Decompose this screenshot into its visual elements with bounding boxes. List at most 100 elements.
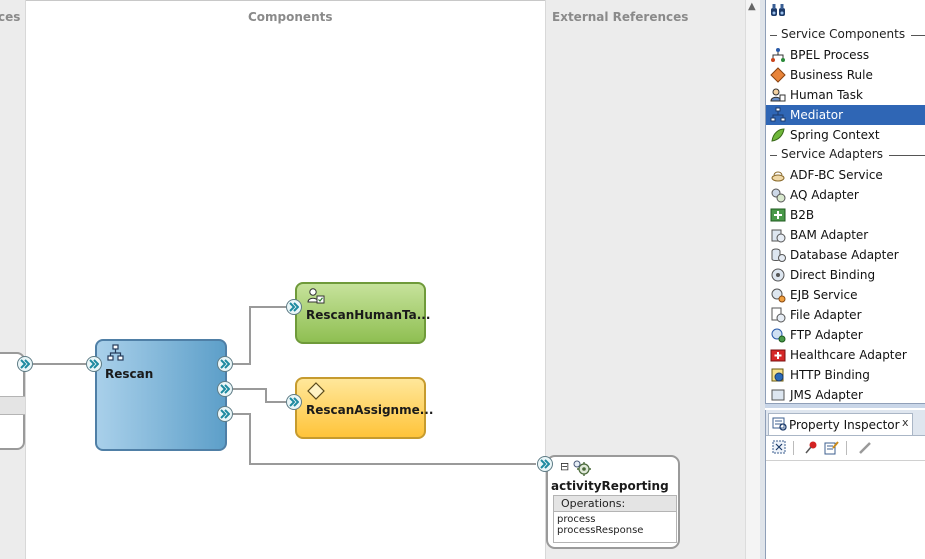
rescan-mediator-component[interactable]: Rescan xyxy=(95,339,227,451)
palette-item-direct-binding[interactable]: Direct Binding xyxy=(766,265,925,285)
palette-item-label: Healthcare Adapter xyxy=(790,348,907,362)
palette-item-label: BPEL Process xyxy=(790,48,870,62)
pin-icon[interactable] xyxy=(804,440,819,455)
palette-item-ejb-service[interactable]: EJB Service xyxy=(766,285,925,305)
activity-reporting-reference[interactable]: ⊟ activityReporting Operations: process … xyxy=(546,455,680,549)
palette-section-title: Service Adapters xyxy=(781,147,884,161)
adf-bc-icon xyxy=(771,171,785,182)
section-divider xyxy=(770,35,777,36)
palette-item-mediator[interactable]: Mediator xyxy=(766,105,925,125)
inspector-toolbar xyxy=(766,436,925,461)
spring-context-icon xyxy=(771,128,785,142)
palette-item-ftp-adapter[interactable]: FTP Adapter xyxy=(766,325,925,345)
palette-item-label: EJB Service xyxy=(790,288,858,302)
rescan-reference-port-1[interactable] xyxy=(217,356,233,372)
exposed-service-operations-header xyxy=(0,396,25,415)
palette-section-header[interactable]: Service Adapters xyxy=(766,146,925,164)
palette-item-jms-adapter[interactable]: JMS Adapter xyxy=(766,385,925,405)
find-icon[interactable] xyxy=(772,440,787,455)
direct-binding-icon xyxy=(771,268,785,282)
activity-reporting-port[interactable] xyxy=(537,456,553,472)
scroll-up-icon[interactable]: ▲ xyxy=(748,1,756,12)
palette-item-bam-adapter[interactable]: BAM Adapter xyxy=(766,225,925,245)
exposed-service-port[interactable] xyxy=(17,356,33,372)
palette-item-label: Business Rule xyxy=(790,68,873,82)
pencil-icon[interactable] xyxy=(858,440,873,455)
close-icon[interactable]: x xyxy=(902,416,909,429)
wire-rescan-to-assignment xyxy=(233,388,286,403)
human-task-service-port[interactable] xyxy=(286,299,302,315)
wire-rescan-to-activityreporting xyxy=(233,413,536,465)
palette-item-file-adapter[interactable]: File Adapter xyxy=(766,305,925,325)
http-binding-icon xyxy=(771,368,784,382)
palette-bottom-border[interactable] xyxy=(765,403,925,408)
business-rule-icon xyxy=(307,382,325,400)
section-divider xyxy=(911,35,925,36)
tab-property-inspector[interactable]: Property Inspector x xyxy=(768,413,913,435)
palette-item-label: FTP Adapter xyxy=(790,328,863,342)
panel-splitter[interactable] xyxy=(760,0,765,559)
inspector-tab-bar: Property Inspector x xyxy=(766,410,925,436)
ejb-service-icon xyxy=(771,288,786,303)
human-task-icon xyxy=(307,288,325,304)
palette-item-bpel-process[interactable]: BPEL Process xyxy=(766,45,925,65)
bam-adapter-icon xyxy=(771,229,786,243)
palette-item-label: AQ Adapter xyxy=(790,188,859,202)
wire-rescan-to-humantask xyxy=(233,306,286,365)
assignment-service-port[interactable] xyxy=(286,394,302,410)
rescan-service-port[interactable] xyxy=(86,356,102,372)
palette-item-label: JMS Adapter xyxy=(790,388,863,402)
rescan-assignment-title: RescanAssignme... xyxy=(306,403,434,417)
rescan-title: Rescan xyxy=(105,367,154,381)
rescan-reference-port-2[interactable] xyxy=(217,381,233,397)
palette-item-human-task[interactable]: Human Task xyxy=(766,85,925,105)
palette-item-aq-adapter[interactable]: AQ Adapter xyxy=(766,185,925,205)
palette-item-healthcare-adapter[interactable]: Healthcare Adapter xyxy=(766,345,925,365)
palette-item-b2b[interactable]: B2B xyxy=(766,205,925,225)
palette-item-label: ADF-BC Service xyxy=(790,168,883,182)
palette-section-title: Service Components xyxy=(781,27,906,41)
toolbar-separator xyxy=(846,441,847,455)
palette-item-label: Database Adapter xyxy=(790,248,899,262)
components-header: Components xyxy=(248,10,333,24)
exposed-services-column xyxy=(0,0,26,559)
mediator-icon xyxy=(770,107,786,122)
operation-item[interactable]: processResponse xyxy=(557,525,644,536)
palette-item-label: Human Task xyxy=(790,88,863,102)
edit-icon[interactable] xyxy=(824,440,839,455)
property-inspector: Property Inspector x xyxy=(765,410,925,559)
palette-toolbar xyxy=(766,0,925,22)
palette-item-http-binding[interactable]: HTTP Binding xyxy=(766,365,925,385)
aq-adapter-icon xyxy=(771,188,786,203)
rescan-human-task-title: RescanHumanTa... xyxy=(306,308,431,322)
rescan-assignment-component[interactable]: RescanAssignme... xyxy=(295,377,433,439)
palette-item-spring-context[interactable]: Spring Context xyxy=(766,125,925,145)
business-rule-icon xyxy=(770,67,786,83)
palette-item-label: Mediator xyxy=(790,108,844,122)
palette-section-header[interactable]: Service Components xyxy=(766,26,925,44)
palette-item-business-rule[interactable]: Business Rule xyxy=(766,65,925,85)
ftp-adapter-icon xyxy=(771,328,786,343)
canvas-top-border xyxy=(0,0,760,1)
palette-item-label: B2B xyxy=(790,208,815,222)
inspector-body xyxy=(766,462,925,559)
healthcare-adapter-icon xyxy=(770,349,786,362)
bpel-process-icon xyxy=(771,48,785,62)
canvas-vertical-scrollbar[interactable]: ▲ xyxy=(745,0,760,559)
operation-item[interactable]: process xyxy=(557,514,596,525)
collapse-toggle[interactable]: ⊟ xyxy=(560,460,570,473)
section-divider xyxy=(889,155,925,156)
binoculars-icon[interactable] xyxy=(770,3,786,17)
toolbar-separator xyxy=(793,441,794,455)
composite-canvas[interactable]: ces Components External References Resca… xyxy=(0,0,760,559)
web-service-gear-icon xyxy=(573,460,591,476)
exposed-services-header: ces xyxy=(0,10,21,24)
rescan-human-task-component[interactable]: RescanHumanTa... xyxy=(295,282,430,344)
mediator-icon xyxy=(107,344,124,361)
palette-item-adf-bc-service[interactable]: ADF-BC Service xyxy=(766,165,925,185)
palette-item-database-adapter[interactable]: Database Adapter xyxy=(766,245,925,265)
wires xyxy=(33,306,536,465)
rescan-reference-port-3[interactable] xyxy=(217,406,233,422)
operations-header: Operations: xyxy=(554,496,676,512)
